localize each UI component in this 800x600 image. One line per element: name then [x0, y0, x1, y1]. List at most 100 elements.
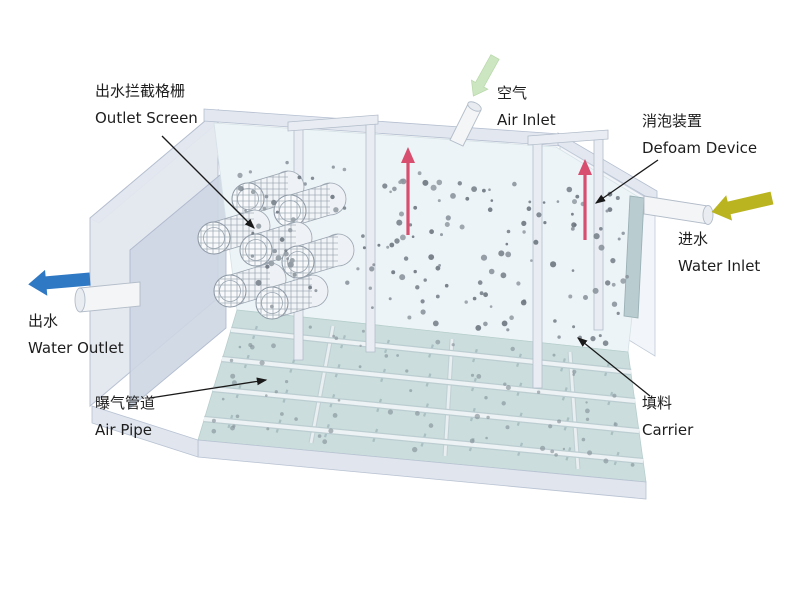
carrier-dot — [615, 196, 620, 200]
carrier-dot — [536, 212, 542, 218]
label-air-inlet-zh: 空气 — [497, 84, 528, 102]
carrier-dot — [474, 413, 480, 420]
frame-right-post-1 — [532, 141, 543, 389]
carrier-dot — [575, 194, 580, 199]
carrier-dot — [471, 186, 477, 193]
carrier-dot — [237, 172, 243, 178]
defoam-arrow-1 — [401, 147, 415, 235]
label-outlet-screen-en: Outlet Screen — [95, 109, 198, 127]
carrier-dot — [572, 325, 576, 329]
leader-defoam-device — [594, 159, 659, 204]
label-defoam-device-zh: 消泡装置 — [642, 112, 703, 130]
carrier-dot — [292, 272, 297, 277]
carrier-dot — [501, 320, 508, 327]
carrier-dot — [585, 417, 590, 421]
carrier-dot — [572, 369, 577, 374]
carrier-dot — [270, 304, 274, 309]
carrier-dot — [314, 289, 318, 293]
carrier-dot — [333, 207, 339, 213]
carrier-dot — [259, 360, 265, 366]
carrier-dot — [248, 343, 253, 347]
carrier-dot — [399, 274, 406, 281]
carrier-dot — [358, 365, 362, 369]
carrier-dot — [530, 259, 533, 262]
carrier-dot — [387, 409, 393, 415]
carrier-dot — [389, 190, 392, 194]
carrier-dot — [550, 449, 555, 454]
carrier-dot — [592, 287, 599, 294]
carrier-dot — [420, 309, 426, 315]
carrier-dot — [510, 346, 515, 352]
carrier-dot — [487, 207, 493, 212]
carrier-dot — [235, 414, 240, 419]
carrier-dot — [422, 179, 429, 186]
air-inlet-pipe-cap — [467, 101, 482, 112]
carrier-dot — [522, 230, 526, 234]
carrier-dot — [587, 450, 593, 456]
carrier-dot — [603, 458, 609, 464]
label-air-inlet: 空气 Air Inlet — [497, 80, 556, 134]
carrier-dot — [598, 334, 602, 338]
carrier-dot — [436, 179, 443, 186]
carrier-dot — [556, 200, 560, 203]
carrier-dot — [400, 234, 406, 241]
carrier-dot — [308, 285, 312, 290]
carrier-dot — [540, 445, 546, 451]
carrier-dot — [285, 160, 289, 165]
carrier-dot — [356, 267, 360, 271]
carrier-dot — [498, 250, 505, 257]
label-air-inlet-en: Air Inlet — [497, 111, 556, 129]
carrier-dot — [488, 268, 495, 275]
carrier-dot — [598, 244, 605, 251]
carrier-dot — [407, 315, 412, 320]
carrier-dot — [581, 437, 586, 442]
carrier-dot — [610, 258, 616, 264]
carrier-dot — [437, 199, 441, 203]
carrier-dot — [411, 235, 415, 238]
carrier-dot — [322, 439, 328, 445]
carrier-dot — [435, 265, 441, 271]
carrier-dot — [359, 344, 362, 347]
carrier-dot — [372, 263, 376, 267]
carrier-dot — [485, 436, 488, 440]
carrier-dot — [423, 278, 427, 282]
carrier-dot — [268, 260, 275, 267]
carrier-dot — [287, 261, 294, 268]
carrier-dot — [279, 237, 285, 242]
carrier-dot — [394, 238, 400, 244]
label-defoam-device: 消泡装置 Defoam Device — [642, 108, 757, 162]
frame-right-beam — [527, 129, 609, 146]
label-defoam-device-en: Defoam Device — [642, 139, 758, 157]
defoam-arrow-1-head — [401, 147, 415, 163]
carrier-dot — [593, 233, 600, 240]
carrier-dot — [255, 279, 262, 286]
carrier-dot — [238, 345, 242, 349]
label-water-outlet-zh: 出水 — [28, 312, 59, 330]
carrier-dot — [557, 335, 561, 339]
carrier-dot — [391, 270, 396, 275]
outlet-screen-cylinders — [197, 170, 355, 320]
carrier-dot — [413, 269, 417, 274]
carrier-dot — [328, 428, 334, 434]
carrier-dot — [440, 233, 443, 237]
carrier-dot — [272, 248, 277, 254]
carrier-dot — [625, 274, 629, 279]
carrier-dot — [432, 320, 439, 327]
carrier-dot — [265, 264, 270, 269]
carrier-dot — [244, 209, 247, 212]
carrier-dot — [621, 231, 625, 235]
carrier-dot — [477, 280, 483, 285]
carrier-dot — [251, 231, 255, 235]
carrier-dot — [308, 325, 312, 329]
label-outlet-screen-zh: 出水拦截格栅 — [95, 82, 186, 100]
carrier-dot — [505, 425, 510, 430]
carrier-dot — [483, 292, 488, 298]
carrier-dot — [501, 401, 506, 406]
carrier-dot — [543, 221, 547, 225]
carrier-dot — [413, 205, 418, 210]
carrier-dot — [509, 315, 514, 321]
carrier-dot — [464, 300, 468, 304]
carrier-dot — [294, 417, 298, 421]
carrier-dot — [229, 358, 234, 363]
carrier-dot — [386, 245, 390, 249]
